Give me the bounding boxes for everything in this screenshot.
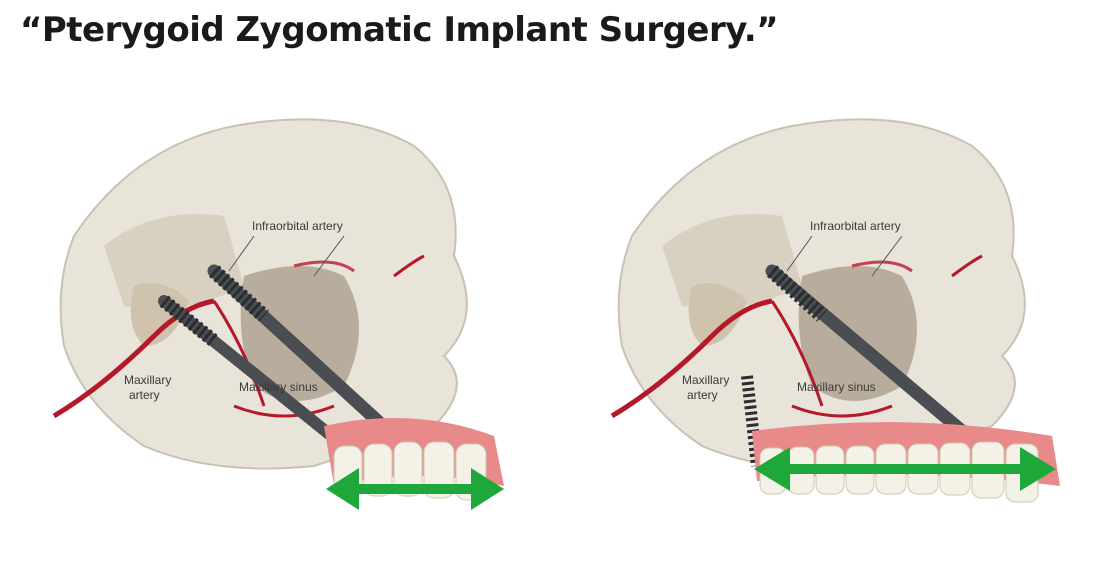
- maxillary-artery-label-1: Maxillary: [124, 373, 171, 387]
- surgery-illustration-short-bridge: Infraorbital artery Maxillary artery Max…: [14, 86, 524, 556]
- double-arrow-icon: [754, 447, 1056, 491]
- zygomatic-implant: [207, 264, 401, 443]
- infraorbital-label: Infraorbital artery: [810, 219, 901, 233]
- maxillary-artery: [52, 298, 215, 419]
- maxillary-sinus-label: Maxillary sinus: [797, 380, 876, 394]
- surgery-illustration-full-bridge: Infraorbital artery Maxillary artery Max…: [572, 86, 1082, 556]
- double-arrow-icon: [326, 468, 504, 510]
- maxillary-artery-label-1: Maxillary: [682, 373, 729, 387]
- maxillary-artery: [610, 298, 773, 419]
- maxillary-sinus-label: Maxillary sinus: [239, 380, 318, 394]
- skull-illustration: Infraorbital artery Maxillary artery Max…: [610, 118, 1060, 503]
- maxillary-artery-label-2: artery: [129, 388, 160, 402]
- page-title: “Pterygoid Zygomatic Implant Surgery.”: [20, 10, 779, 50]
- infraorbital-label: Infraorbital artery: [252, 219, 343, 233]
- maxillary-artery-label-2: artery: [687, 388, 718, 402]
- zygomatic-implant: [765, 264, 969, 438]
- skull-illustration: Infraorbital artery Maxillary artery Max…: [52, 118, 504, 510]
